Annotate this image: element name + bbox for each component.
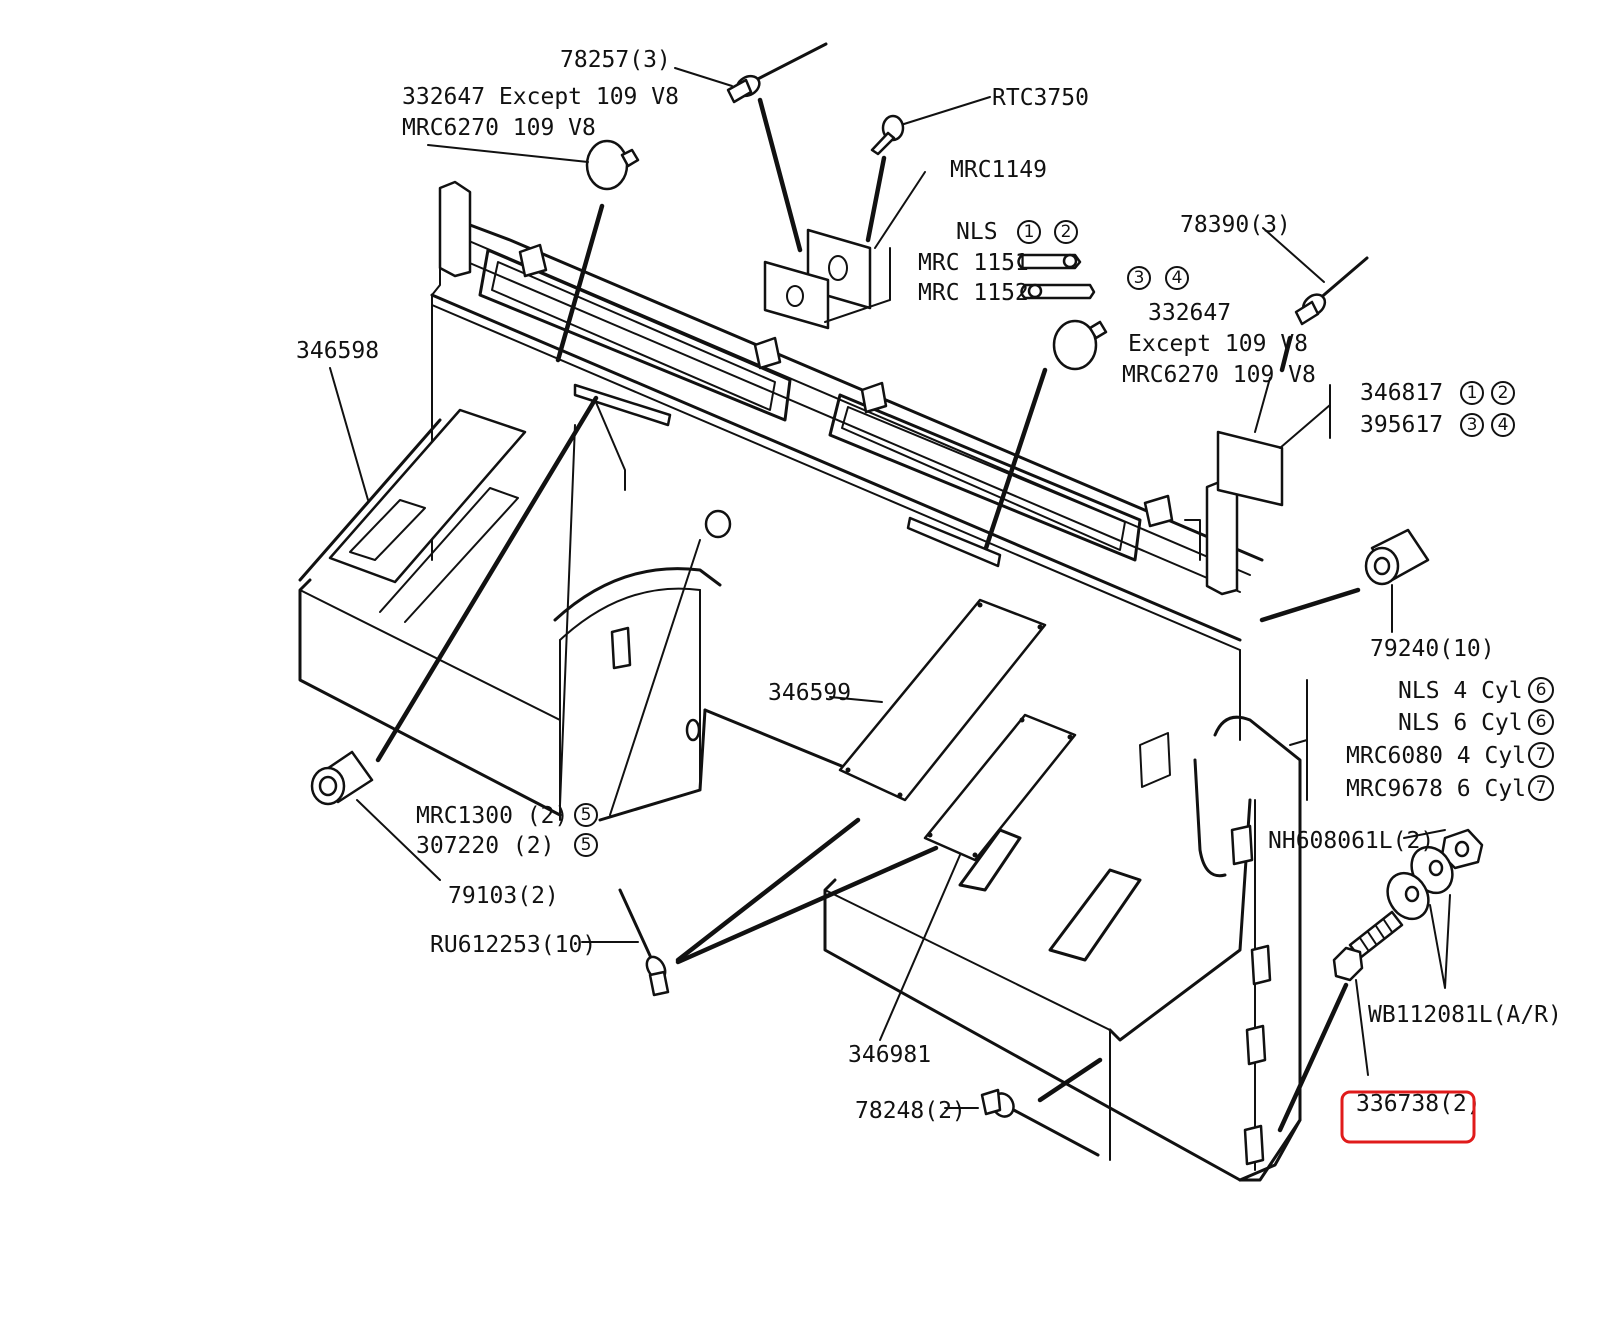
- label-nls-4cyl: NLS 4 Cyl: [1398, 678, 1523, 704]
- knob-332647-left-icon: [585, 139, 640, 191]
- label-332647-right: 332647: [1148, 300, 1231, 326]
- svg-text:5: 5: [581, 805, 592, 825]
- highlight-box-336738: [1340, 1090, 1476, 1144]
- ref-circle-2b: 2: [1491, 381, 1515, 405]
- label-346981: 346981: [848, 1042, 931, 1068]
- svg-text:3: 3: [1134, 268, 1145, 288]
- label-mrc1300: MRC1300 (2): [416, 803, 568, 829]
- leader-lines: [329, 67, 1451, 1133]
- label-mrc9678: MRC9678 6 Cyl: [1346, 776, 1526, 802]
- svg-text:2: 2: [1498, 383, 1509, 403]
- ref-circle-7b: 7: [1528, 775, 1554, 801]
- label-nh608061l: NH608061L(2): [1268, 828, 1434, 854]
- ref-circle-6b: 6: [1528, 709, 1554, 735]
- bracket-mrc1149: [763, 228, 872, 330]
- rivet-78257-icon: [726, 42, 828, 104]
- svg-text:4: 4: [1172, 268, 1183, 288]
- label-307220: 307220 (2): [416, 833, 554, 859]
- label-ru612253: RU612253(10): [430, 932, 596, 958]
- svg-text:5: 5: [581, 835, 592, 855]
- svg-text:2: 2: [1061, 222, 1072, 242]
- label-except-109v8: Except 109 V8: [1128, 331, 1308, 357]
- label-mrc6270: MRC6270 109 V8: [402, 115, 596, 141]
- label-rtc3750: RTC3750: [992, 85, 1089, 111]
- clip-rtc3750-icon: [870, 114, 905, 156]
- label-mrc1149: MRC1149: [950, 157, 1047, 183]
- nut-nh608061l-icon: [1440, 828, 1484, 870]
- ref-circle-4b: 4: [1491, 413, 1515, 437]
- svg-text:6: 6: [1536, 712, 1547, 732]
- svg-text:7: 7: [1536, 745, 1547, 765]
- seat-base-panel: [298, 180, 1302, 1182]
- ref-circle-1b: 1: [1460, 381, 1484, 405]
- label-nls-6cyl: NLS 6 Cyl: [1398, 710, 1523, 736]
- bush-79240-icon: [1364, 528, 1430, 586]
- svg-text:3: 3: [1467, 415, 1478, 435]
- svg-text:4: 4: [1498, 415, 1509, 435]
- rivet-ru612253-icon: [618, 888, 670, 997]
- bolt-336738-icon: [1332, 910, 1404, 982]
- ref-circle-2: 2: [1054, 220, 1078, 244]
- label-wb112081l: WB112081L(A/R): [1368, 1002, 1562, 1028]
- cover-plate-346981: [923, 713, 1077, 862]
- ref-circle-7a: 7: [1528, 742, 1554, 768]
- washer-wb112081l-icon: [1386, 845, 1454, 921]
- label-mrc1151: MRC 1151: [918, 250, 1029, 276]
- svg-text:1: 1: [1024, 222, 1035, 242]
- ref-circle-5a: 5: [574, 803, 598, 827]
- strap-mrc1152-icon: [1020, 283, 1096, 300]
- label-78248: 78248(2): [855, 1098, 966, 1124]
- cover-plate-346599: [838, 598, 1047, 802]
- rivet-78248-icon: [980, 1088, 1100, 1157]
- part-labels: 78257(3) 332647 Except 109 V8 MRC6270 10…: [296, 47, 1562, 1124]
- label-336738: 336738(2): [1356, 1091, 1481, 1117]
- label-332647-except: 332647 Except 109 V8: [402, 84, 679, 110]
- label-79103: 79103(2): [448, 883, 559, 909]
- ref-circle-5b: 5: [574, 833, 598, 857]
- ref-circle-3: 3: [1127, 266, 1151, 290]
- label-78257: 78257(3): [560, 47, 671, 73]
- label-mrc1152: MRC 1152: [918, 280, 1029, 306]
- label-mrc6270-right: MRC6270 109 V8: [1122, 362, 1316, 388]
- ref-circle-3b: 3: [1460, 413, 1484, 437]
- rivet-78390-icon: [1294, 256, 1369, 326]
- svg-text:7: 7: [1536, 778, 1547, 798]
- label-mrc6080: MRC6080 4 Cyl: [1346, 743, 1526, 769]
- svg-text:6: 6: [1536, 680, 1547, 700]
- strap-mrc1151-icon: [1017, 253, 1082, 270]
- label-79240: 79240(10): [1370, 636, 1495, 662]
- label-346599: 346599: [768, 680, 851, 706]
- bush-79103-icon: [310, 750, 374, 806]
- label-346817: 346817: [1360, 380, 1443, 406]
- ref-circle-6a: 6: [1528, 677, 1554, 703]
- label-346598: 346598: [296, 338, 379, 364]
- label-nls-12: NLS: [956, 219, 998, 245]
- plate-346817: [1216, 430, 1284, 507]
- label-395617: 395617: [1360, 412, 1443, 438]
- svg-text:1: 1: [1467, 383, 1478, 403]
- label-78390: 78390(3): [1180, 212, 1291, 238]
- circled-refs: 1 2 3 4 1 2 3 4 6 6 7 7 5 5: [574, 220, 1554, 857]
- knob-332647-right-icon: [1052, 319, 1108, 371]
- ref-circle-1: 1: [1017, 220, 1041, 244]
- ref-circle-4: 4: [1165, 266, 1189, 290]
